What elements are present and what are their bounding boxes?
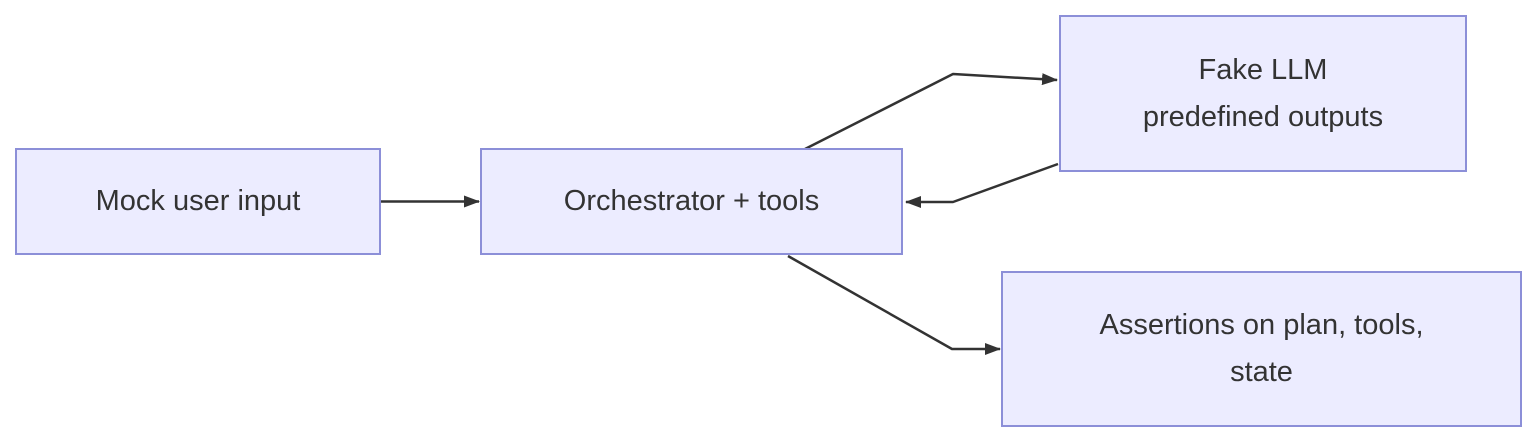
edge-orchestrator-to-fake-llm <box>804 72 1058 151</box>
node-fake-llm: Fake LLM predefined outputs <box>1059 15 1467 172</box>
node-label-line: state <box>1230 356 1293 388</box>
node-label-line: Fake LLM <box>1198 53 1328 86</box>
node-assertions: Assertions on plan, tools, state <box>1001 271 1522 427</box>
edge-orchestrator-to-assertions <box>787 254 1001 355</box>
node-orchestrator-tools: Orchestrator + tools <box>480 148 903 255</box>
node-label: Mock user input <box>95 185 301 217</box>
node-label: Orchestrator + tools <box>563 185 820 217</box>
node-mock-user-input: Mock user input <box>15 148 381 255</box>
node-label-line: Assertions on plan, tools, <box>1099 309 1424 341</box>
node-label-line: predefined outputs <box>1142 100 1384 133</box>
edge-fake-llm-to-orchestrator <box>905 162 1059 208</box>
